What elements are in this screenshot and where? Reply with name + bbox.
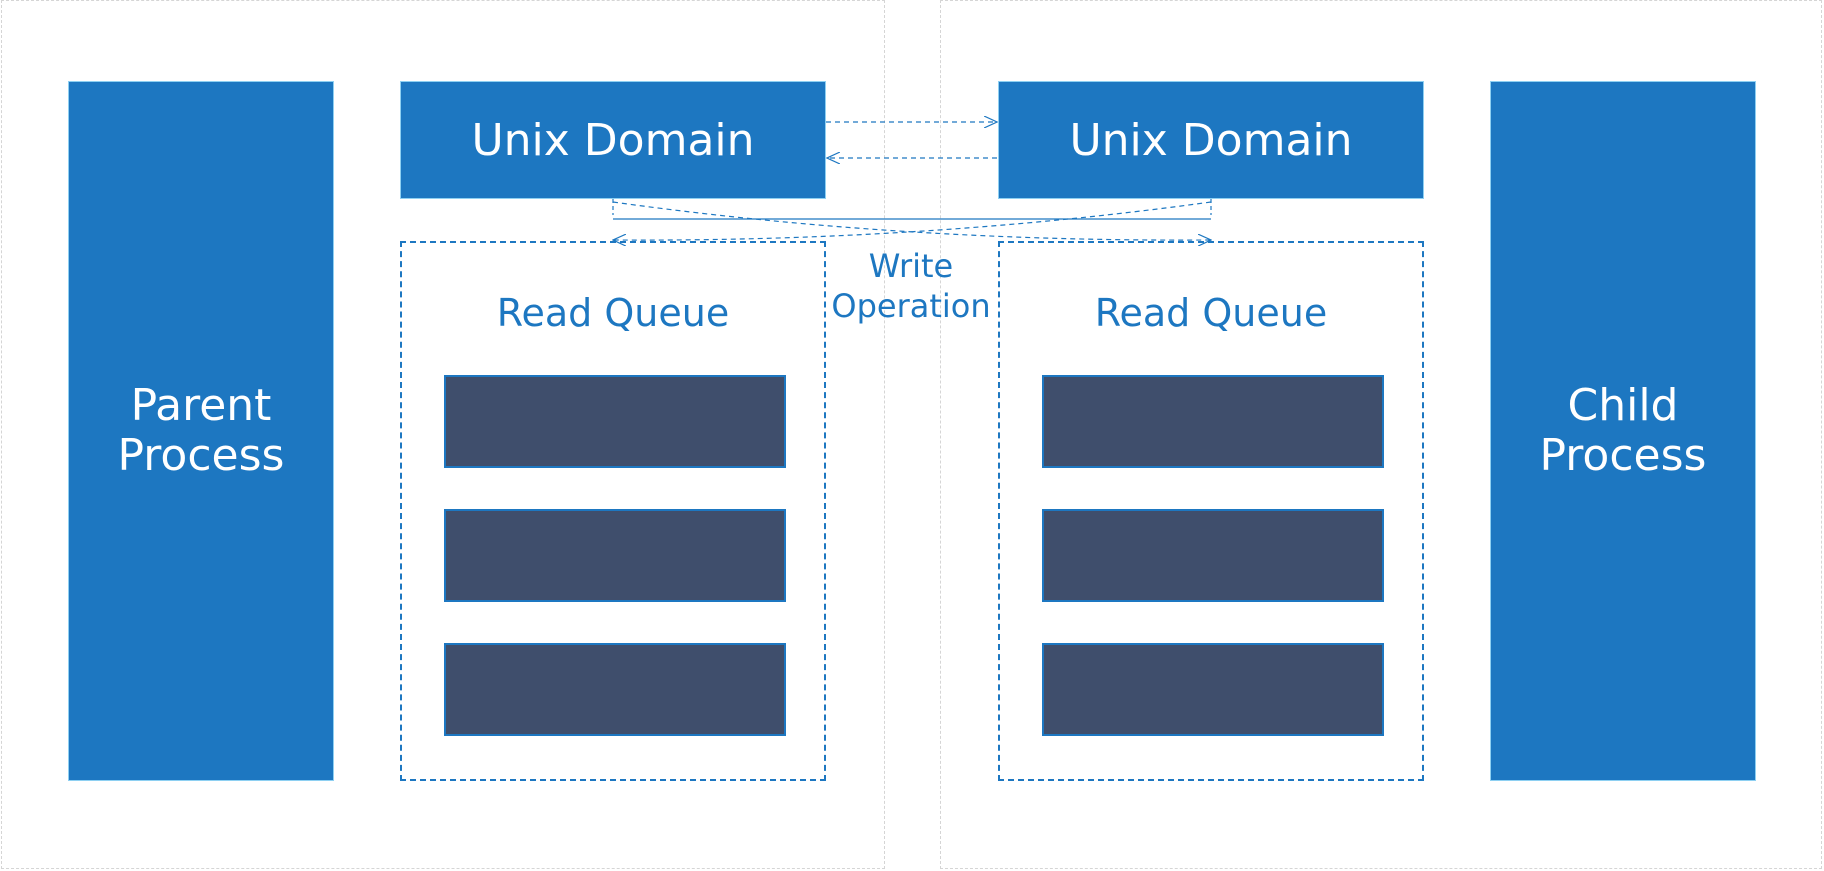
write-operation-line1: Write <box>868 247 954 285</box>
parent-process-box: Parent Process <box>68 81 334 781</box>
right-read-queue-label: Read Queue <box>1094 291 1328 335</box>
parent-process-label-line1: Parent <box>130 380 272 431</box>
parent-process-label-line2: Process <box>117 430 285 481</box>
left-read-queue: Read Queue <box>400 241 826 781</box>
right-read-queue: Read Queue <box>998 241 1424 781</box>
right-queue-slot-3 <box>1042 643 1384 736</box>
right-frame <box>940 0 1822 869</box>
right-queue-slot-1 <box>1042 375 1384 468</box>
left-queue-slot-2 <box>444 509 786 602</box>
right-unix-domain-label: Unix Domain <box>1069 114 1353 166</box>
left-queue-slot-1 <box>444 375 786 468</box>
left-unix-domain-label: Unix Domain <box>471 114 755 166</box>
write-operation-line2: Operation <box>831 287 991 325</box>
child-process-label-line1: Child <box>1567 380 1679 431</box>
right-unix-domain-box: Unix Domain <box>998 81 1424 199</box>
write-arrow-to-left-queue <box>613 201 1212 240</box>
left-frame <box>1 0 885 869</box>
write-operation-label: Write Operation <box>826 246 996 326</box>
write-arrow-to-right-queue <box>612 201 1211 240</box>
child-process-box: Child Process <box>1490 81 1756 781</box>
child-process-label-line2: Process <box>1539 430 1707 481</box>
right-queue-slot-2 <box>1042 509 1384 602</box>
left-read-queue-label: Read Queue <box>496 291 730 335</box>
left-queue-slot-3 <box>444 643 786 736</box>
left-unix-domain-box: Unix Domain <box>400 81 826 199</box>
